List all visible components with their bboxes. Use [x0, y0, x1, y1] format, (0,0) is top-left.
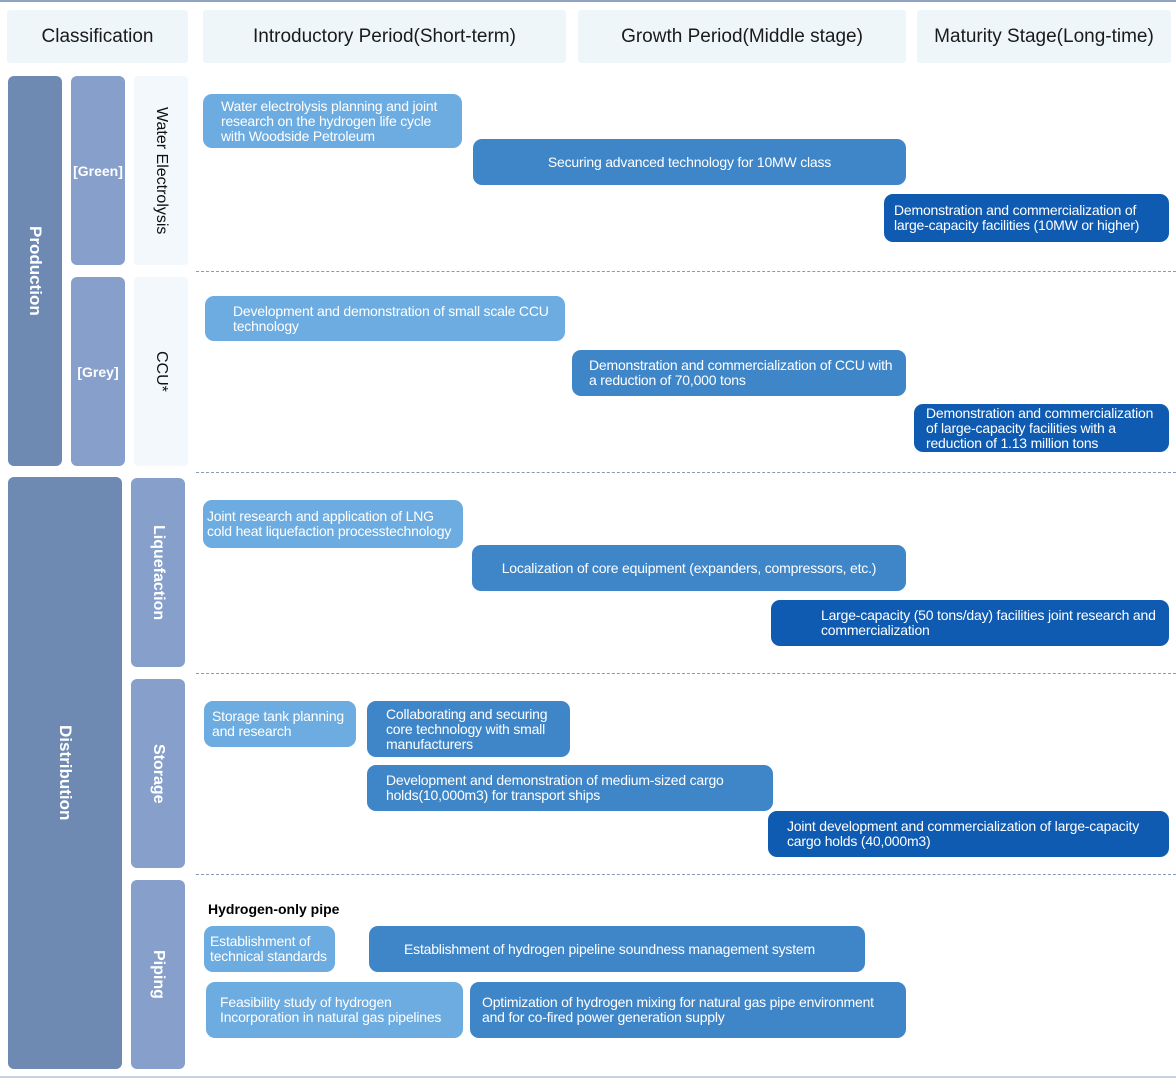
tech-ccu: CCU* — [134, 277, 188, 466]
bar-storage-long-term: Joint development and commercialization … — [768, 811, 1169, 857]
tech-storage-label: Storage — [150, 743, 167, 804]
category-production: Production — [8, 76, 62, 466]
bar-we-middle: Securing advanced technology for 10MW cl… — [473, 139, 906, 185]
row-separator — [196, 271, 1176, 272]
category-distribution: Distribution — [8, 477, 122, 1069]
bar-ccu-middle: Demonstration and commercialization of C… — [572, 350, 906, 396]
bar-piping-feasibility: Feasibility study of hydrogen Incorporat… — [206, 982, 463, 1038]
top-border — [0, 0, 1176, 2]
tech-liquefaction-label: Liquefaction — [150, 524, 167, 621]
bar-liq-short-term: Joint research and application of LNG co… — [203, 500, 463, 548]
bar-piping-soundness: Establishment of hydrogen pipeline sound… — [369, 926, 865, 972]
tech-liquefaction: Liquefaction — [131, 478, 185, 667]
tech-piping-label: Piping — [150, 950, 167, 999]
subcategory-green: [Green] — [71, 76, 125, 265]
row-separator — [196, 673, 1176, 674]
bar-storage-collaborating: Collaborating and securing core technolo… — [367, 701, 570, 757]
tech-storage: Storage — [131, 679, 185, 868]
bar-piping-optimization: Optimization of hydrogen mixing for natu… — [470, 982, 906, 1038]
category-distribution-label: Distribution — [56, 725, 75, 821]
tech-piping: Piping — [131, 880, 185, 1069]
bar-ccu-long-term: Demonstration and commercialization of l… — [914, 404, 1169, 452]
bar-liq-middle: Localization of core equipment (expander… — [472, 545, 906, 591]
hydrogen-only-pipe-label: Hydrogen-only pipe — [208, 901, 340, 917]
header-classification: Classification — [7, 10, 188, 63]
row-separator — [196, 472, 1176, 473]
category-production-label: Production — [26, 226, 45, 316]
bar-storage-short-term: Storage tank planning and research — [204, 701, 356, 747]
header-maturity-stage: Maturity Stage(Long-time) — [917, 10, 1171, 63]
bottom-border — [0, 1076, 1176, 1078]
bar-liq-long-term: Large-capacity (50 tons/day) facilities … — [771, 600, 1169, 646]
row-separator — [196, 874, 1176, 875]
bar-piping-standards: Establishment of technical standards — [204, 926, 335, 972]
bar-we-short-term: Water electrolysis planning and joint re… — [203, 94, 462, 148]
bar-we-long-term: Demonstration and commercialization of l… — [884, 194, 1169, 242]
tech-ccu-label: CCU* — [153, 351, 170, 392]
subcategory-grey: [Grey] — [71, 277, 125, 466]
tech-water-electrolysis: Water Electrolysis — [134, 76, 188, 265]
header-introductory-period: Introductory Period(Short-term) — [203, 10, 566, 63]
bar-ccu-short-term: Development and demonstration of small s… — [205, 296, 565, 341]
header-growth-period: Growth Period(Middle stage) — [578, 10, 906, 63]
bar-storage-middle: Development and demonstration of medium-… — [367, 765, 773, 811]
tech-water-electrolysis-label: Water Electrolysis — [153, 106, 170, 235]
